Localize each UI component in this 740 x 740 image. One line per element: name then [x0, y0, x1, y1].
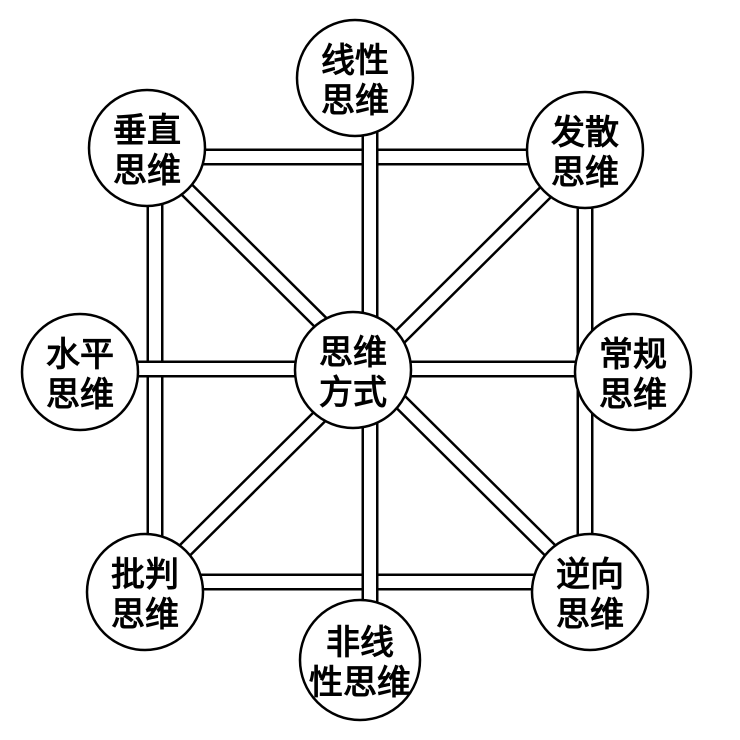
node-circle	[87, 88, 207, 208]
node-label: 水平	[46, 335, 114, 375]
node-circle	[298, 598, 422, 722]
node-circle	[295, 18, 415, 138]
node-label: 发散	[551, 113, 619, 153]
node-label: 垂直	[113, 111, 181, 151]
node-circle	[85, 532, 205, 652]
node-label: 批判	[111, 555, 179, 595]
node-circle	[20, 312, 140, 432]
node-circle	[573, 312, 693, 432]
node-label: 思维	[113, 151, 181, 191]
node-label: 非线	[326, 623, 394, 663]
node-circle	[530, 532, 650, 652]
node-label: 线性	[321, 41, 389, 81]
node-label: 思维	[111, 595, 179, 635]
node-label: 思维	[599, 375, 667, 415]
node-circle	[293, 310, 413, 430]
node-label: 思维	[551, 153, 619, 193]
node-label: 思维	[321, 81, 389, 121]
node-circle	[525, 90, 645, 210]
node-label: 思维	[319, 333, 387, 373]
node-label: 性思维	[309, 663, 411, 703]
node-label: 常规	[599, 335, 667, 375]
node-label: 思维	[556, 595, 624, 635]
node-label: 逆向	[556, 555, 624, 595]
node-label: 思维	[46, 375, 114, 415]
node-label: 方式	[319, 373, 387, 413]
